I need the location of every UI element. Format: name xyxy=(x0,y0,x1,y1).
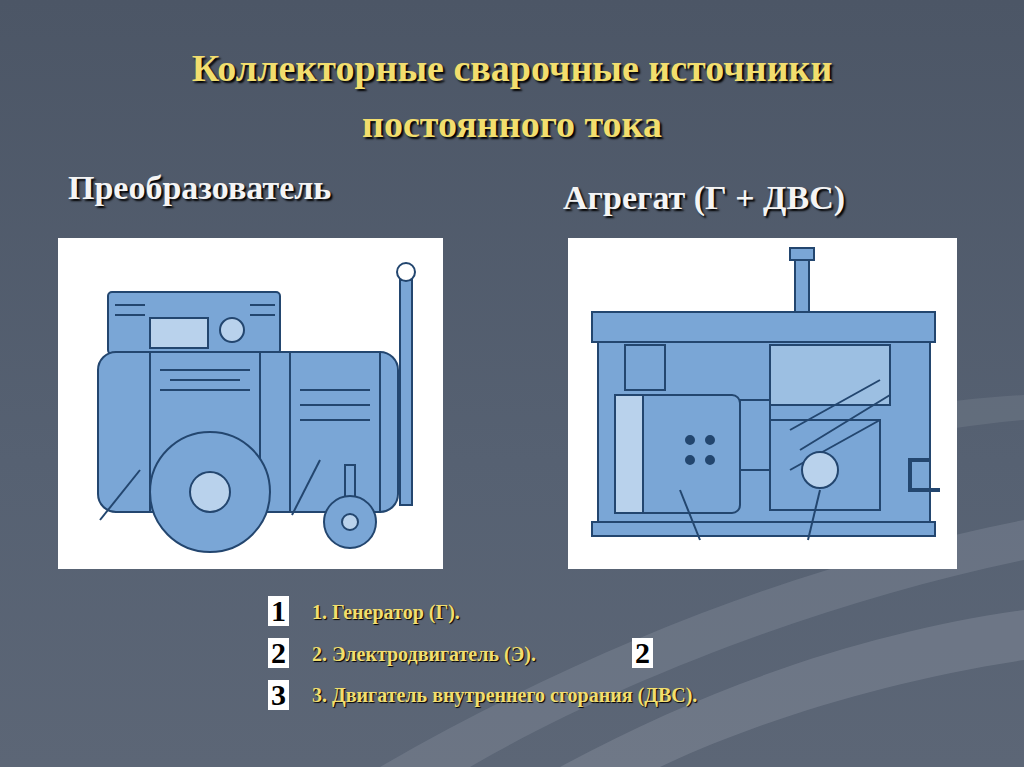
part-name: 3. Двигатель внутреннего сгорания (ДВС). xyxy=(312,683,697,707)
callout-number: 3 xyxy=(268,680,289,710)
slide-title: Коллекторные сварочные источники постоян… xyxy=(102,40,922,152)
callout-number: 1 xyxy=(268,596,289,626)
panel-heading: Преобразователь xyxy=(68,168,331,208)
converter-illustration xyxy=(58,238,443,569)
generator-engine-illustration xyxy=(568,238,957,569)
illustration-panel: Агрегат (Г + ДВС) xyxy=(568,238,957,569)
callout-number: 2 xyxy=(632,638,653,668)
callout-number: 2 xyxy=(268,638,289,668)
part-name: 2. Электродвигатель (Э). xyxy=(312,642,536,666)
part-name: 1. Генератор (Г). xyxy=(312,600,460,624)
illustration-panel: Преобразователь xyxy=(58,238,443,569)
panel-heading: Агрегат (Г + ДВС) xyxy=(563,178,845,218)
